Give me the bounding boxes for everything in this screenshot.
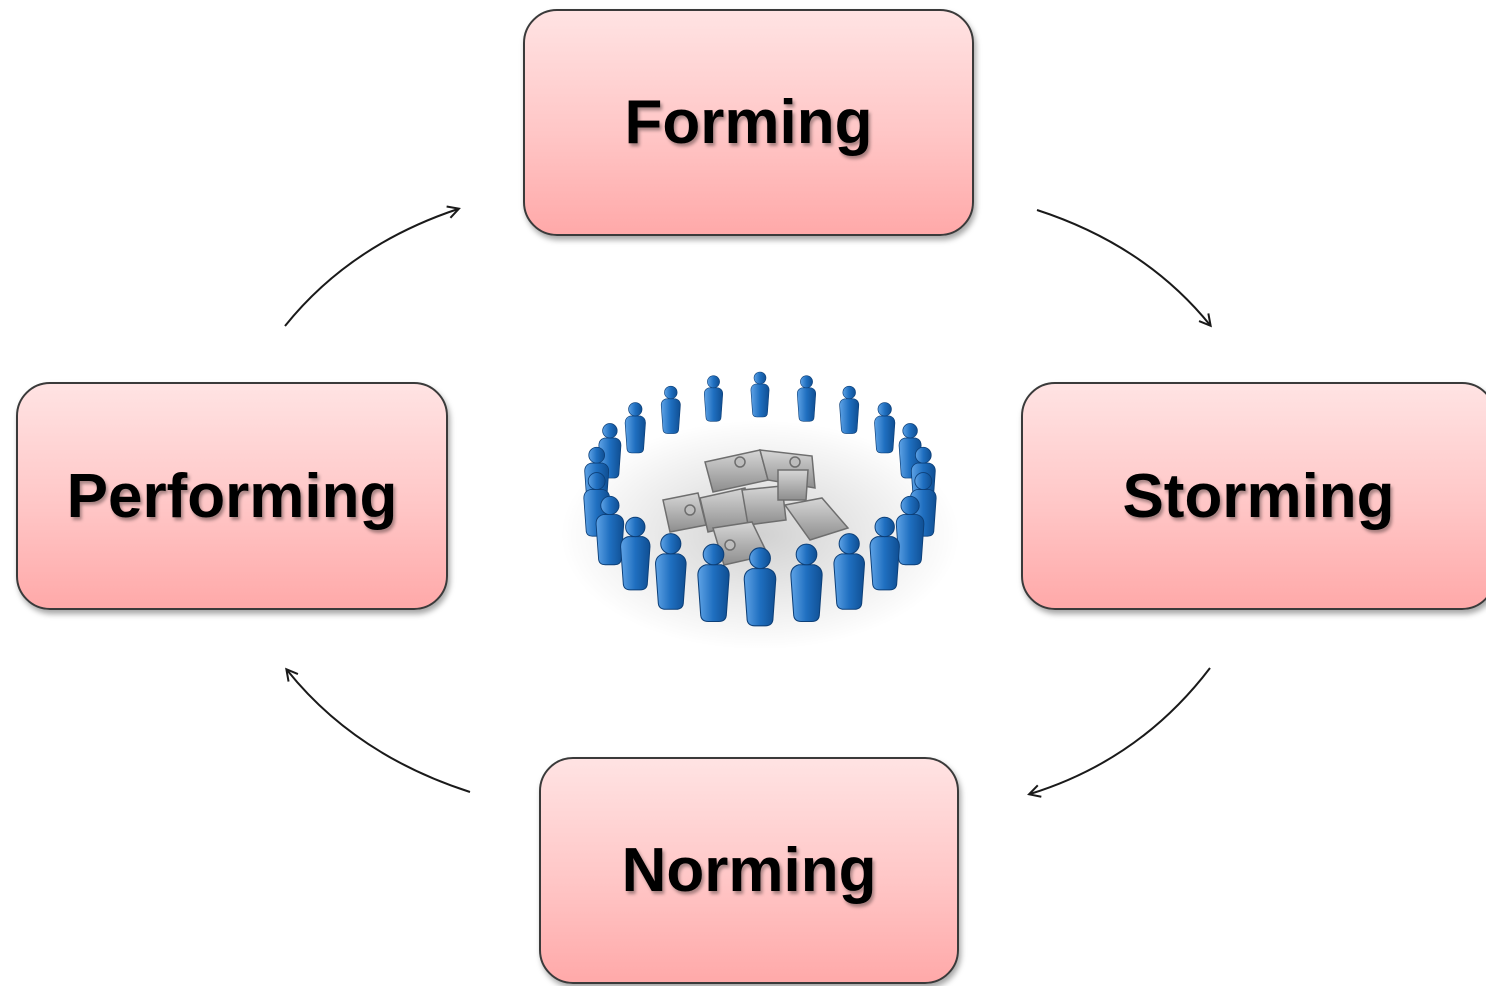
person-figure-icon [703, 375, 724, 422]
person-figure-icon [595, 495, 625, 566]
stage-label-storming: Storming [1122, 461, 1395, 531]
person-figure-icon [624, 402, 646, 454]
person-figure-icon [839, 385, 860, 434]
stage-box-storming: Storming [1021, 382, 1486, 610]
stage-label-performing: Performing [66, 461, 398, 531]
person-figure-icon [895, 495, 925, 566]
person-figure-icon [655, 533, 687, 610]
puzzle-pieces [662, 449, 850, 566]
person-figure-icon [869, 516, 900, 591]
arrow-forming-to-storming [1036, 209, 1210, 325]
arrow-storming-to-norming [1030, 667, 1211, 794]
person-figure-icon [750, 371, 770, 418]
stage-label-forming: Forming [624, 88, 873, 157]
person-figure-icon [833, 533, 865, 610]
person-figure-icon [790, 543, 823, 623]
arrow-performing-to-forming [284, 209, 458, 327]
person-figure-icon [874, 402, 896, 454]
person-figure-icon [660, 385, 681, 434]
stage-label-norming: Norming [621, 836, 877, 905]
person-figure-icon [620, 516, 651, 591]
person-figure-icon [743, 547, 777, 627]
stage-box-forming: Forming [523, 9, 974, 236]
arrow-norming-to-performing [287, 670, 471, 793]
people-ring [583, 371, 937, 627]
stage-box-performing: Performing [16, 382, 448, 610]
person-figure-icon [697, 543, 730, 623]
stage-box-norming: Norming [539, 757, 959, 984]
person-figure-icon [796, 375, 817, 422]
